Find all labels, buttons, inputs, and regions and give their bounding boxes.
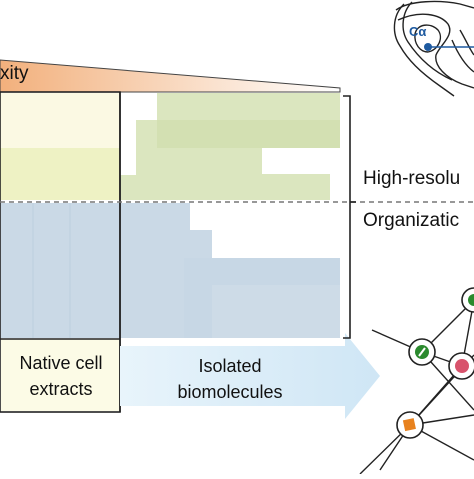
network-node-top [461,287,474,313]
network-node-pink [448,352,474,380]
blue-lower-band-light [212,285,340,338]
native-yellow-band [0,148,120,200]
native-top-fill [0,93,120,148]
high-resolution-label: High-resolu [363,168,461,189]
isolated-biomolecules-label: Isolated biomolecules [177,356,283,402]
native-cell-extracts-label: Native cell extracts [19,353,103,399]
contour-map [393,0,474,97]
network-edges [359,299,474,475]
isolated-arrow [120,333,380,419]
network-node-orange [396,411,424,439]
complexity-label: xity [0,63,29,84]
organization-label: Organizatic [363,210,460,231]
green-steps-white [160,148,340,200]
right-bracket [343,95,351,339]
native-label-box [1,339,119,411]
green-step-highlight [157,120,340,148]
c-alpha-label: Cα [409,24,427,39]
network-node-green [408,338,436,366]
native-blue-fill [0,203,120,338]
complexity-wedge [0,59,341,93]
